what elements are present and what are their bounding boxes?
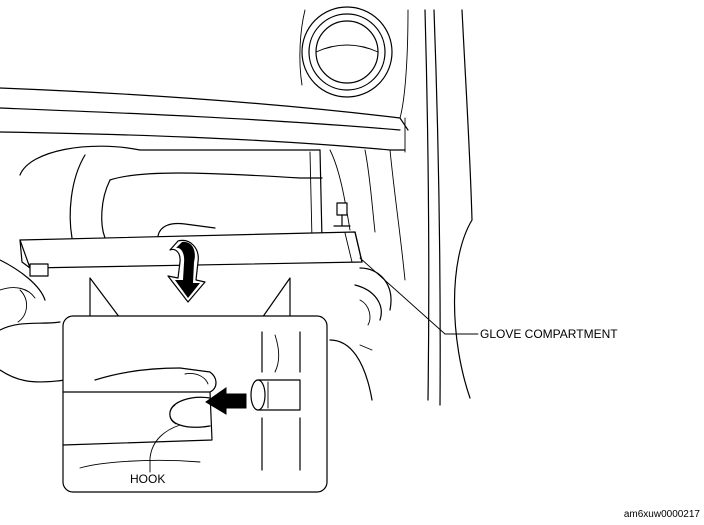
left-panel [0, 259, 66, 383]
dashboard-structure [0, 6, 473, 406]
curved-arrow-down-icon [167, 239, 206, 303]
compartment-cavity [19, 145, 351, 241]
arrow-left-icon [205, 387, 247, 415]
latch-striker [333, 202, 351, 227]
figure-code: am6xuw0000217 [624, 509, 701, 520]
glove-compartment-label: GLOVE COMPARTMENT [480, 327, 618, 341]
hook [169, 396, 211, 428]
door-frame [299, 9, 473, 406]
glove-compartment-leader [359, 257, 479, 335]
air-vent [301, 6, 393, 98]
hook-label: HOOK [130, 472, 165, 486]
dashboard-panel [0, 87, 409, 281]
detail-illustration [62, 331, 301, 473]
stopper [250, 379, 301, 411]
hook-detail-callout [62, 277, 328, 493]
lower-console [329, 267, 392, 401]
